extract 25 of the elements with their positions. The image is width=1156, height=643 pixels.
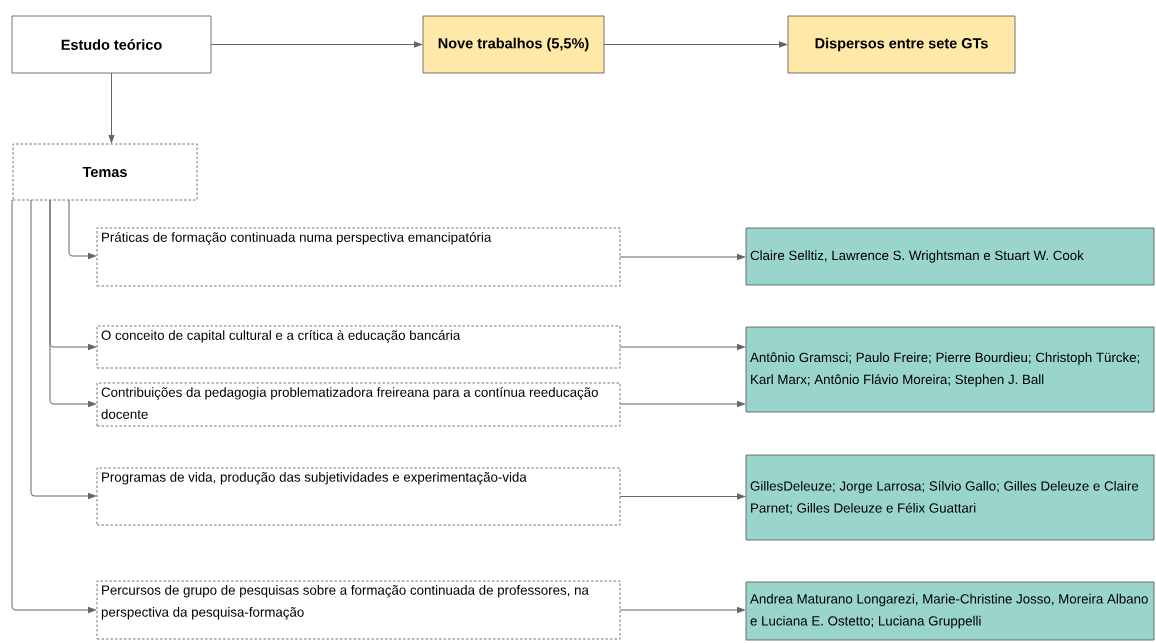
arrow: [619, 607, 745, 613]
topic-box: O conceito de capital cultural e a crítica à educação bancária: [96, 325, 621, 369]
arrow: [210, 41, 422, 48]
arrow: [108, 72, 115, 143]
arrow: [619, 344, 745, 350]
process-box: Estudo teórico: [11, 15, 212, 74]
result-box: Nove trabalhos (5,5%): [422, 15, 605, 74]
topic-box: Programas de vida, produção das subjetividades e experimentação-vida: [96, 467, 621, 526]
arrow: [49, 199, 96, 407]
arrow: [619, 401, 745, 407]
arrow: [11, 199, 96, 613]
author-box: GillesDeleuze; Jorge Larrosa; Sílvio Gallo; Gilles Deleuze e Claire Parnet; Gilles Deleuze e Félix Guattari: [745, 454, 1155, 541]
author-box: Antônio Gramsci; Paulo Freire; Pierre Bourdieu; Christoph Türcke; Karl Marx; Antônio Flávio Moreira; Stephen J. Ball: [745, 326, 1155, 413]
author-box: Claire Selltiz, Lawrence S. Wrightsman e Stuart W. Cook: [745, 227, 1155, 286]
group-box: Temas: [12, 143, 198, 201]
arrow: [30, 199, 96, 499]
arrow: [68, 199, 96, 259]
arrow: [619, 493, 745, 500]
result-box: Dispersos entre sete GTs: [787, 15, 1016, 74]
topic-box: Percursos de grupo de pesquisas sobre a formação continuada de professores, na perspectiva da pesquisa-formação: [96, 580, 621, 640]
arrow: [619, 254, 745, 260]
arrow: [603, 41, 787, 48]
topic-box: Práticas de formação continuada numa perspectiva emancipatória: [96, 227, 621, 287]
author-box: Andrea Maturano Longarezi, Marie-Christine Josso, Moreira Albano e Luciana E. Ostetto; Luciana Gruppelli: [745, 581, 1155, 641]
topic-box: Contribuições da pedagogia problematizadora freireana para a contínua reeducação docente: [96, 382, 621, 427]
